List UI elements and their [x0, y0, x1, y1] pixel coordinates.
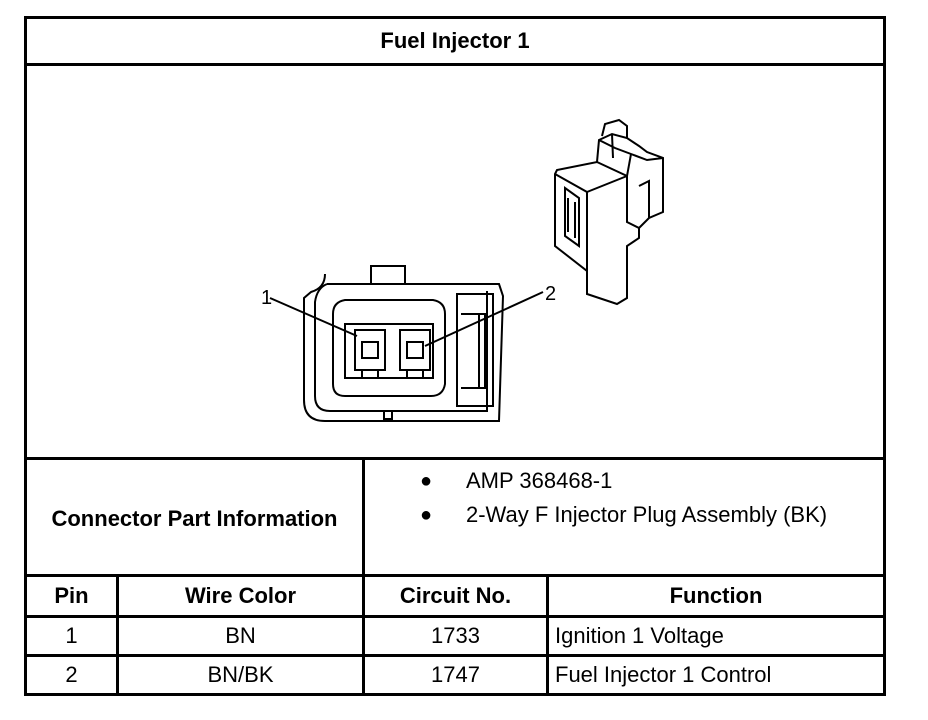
- table-cell: Fuel Injector 1 Control: [555, 662, 772, 687]
- divider: [27, 615, 883, 618]
- callout-leader-2: [424, 291, 544, 347]
- column-header-pin: Pin: [54, 583, 89, 608]
- table-cell: 2: [65, 662, 78, 687]
- callout-leader-1: [269, 297, 358, 337]
- divider: [27, 457, 883, 460]
- bullet-icon: ●: [420, 503, 433, 526]
- divider: [116, 577, 119, 693]
- table-cell: 1: [65, 623, 78, 648]
- table-cell: 1733: [431, 623, 480, 648]
- connector-part-info-label: Connector Part Information: [51, 505, 338, 531]
- sheet-title: Fuel Injector 1: [380, 28, 530, 53]
- table-cell: BN/BK: [207, 662, 274, 687]
- connector-iso-view: [554, 118, 664, 306]
- column-header-circuit-no: Circuit No.: [399, 583, 512, 608]
- table-cell: Ignition 1 Voltage: [555, 623, 724, 648]
- divider: [362, 460, 365, 577]
- list-item: ● AMP 368468-1: [420, 468, 612, 494]
- callout-2: 2: [545, 283, 556, 305]
- connector-figure: 1 2: [27, 66, 883, 457]
- column-header-wire-color: Wire Color: [184, 583, 297, 608]
- list-item: ● 2-Way F Injector Plug Assembly (BK): [420, 502, 827, 528]
- divider: [546, 577, 549, 693]
- part-description: 2-Way F Injector Plug Assembly (BK): [466, 502, 828, 527]
- connector-face-view: [303, 265, 505, 422]
- connector-drawing: 1 2: [261, 118, 664, 422]
- connector-sheet: Fuel Injector 1: [24, 16, 886, 696]
- divider: [27, 63, 883, 66]
- part-number: AMP 368468-1: [466, 468, 613, 493]
- connector-part-info-list: ● AMP 368468-1 ● 2-Way F Injector Plug A…: [365, 460, 883, 577]
- bullet-icon: ●: [420, 469, 433, 492]
- table-cell: BN: [225, 623, 256, 648]
- callout-1: 1: [261, 287, 272, 309]
- divider: [27, 654, 883, 657]
- divider: [27, 574, 883, 577]
- table-cell: 1747: [431, 662, 480, 687]
- column-header-function: Function: [669, 583, 763, 608]
- divider: [362, 577, 365, 693]
